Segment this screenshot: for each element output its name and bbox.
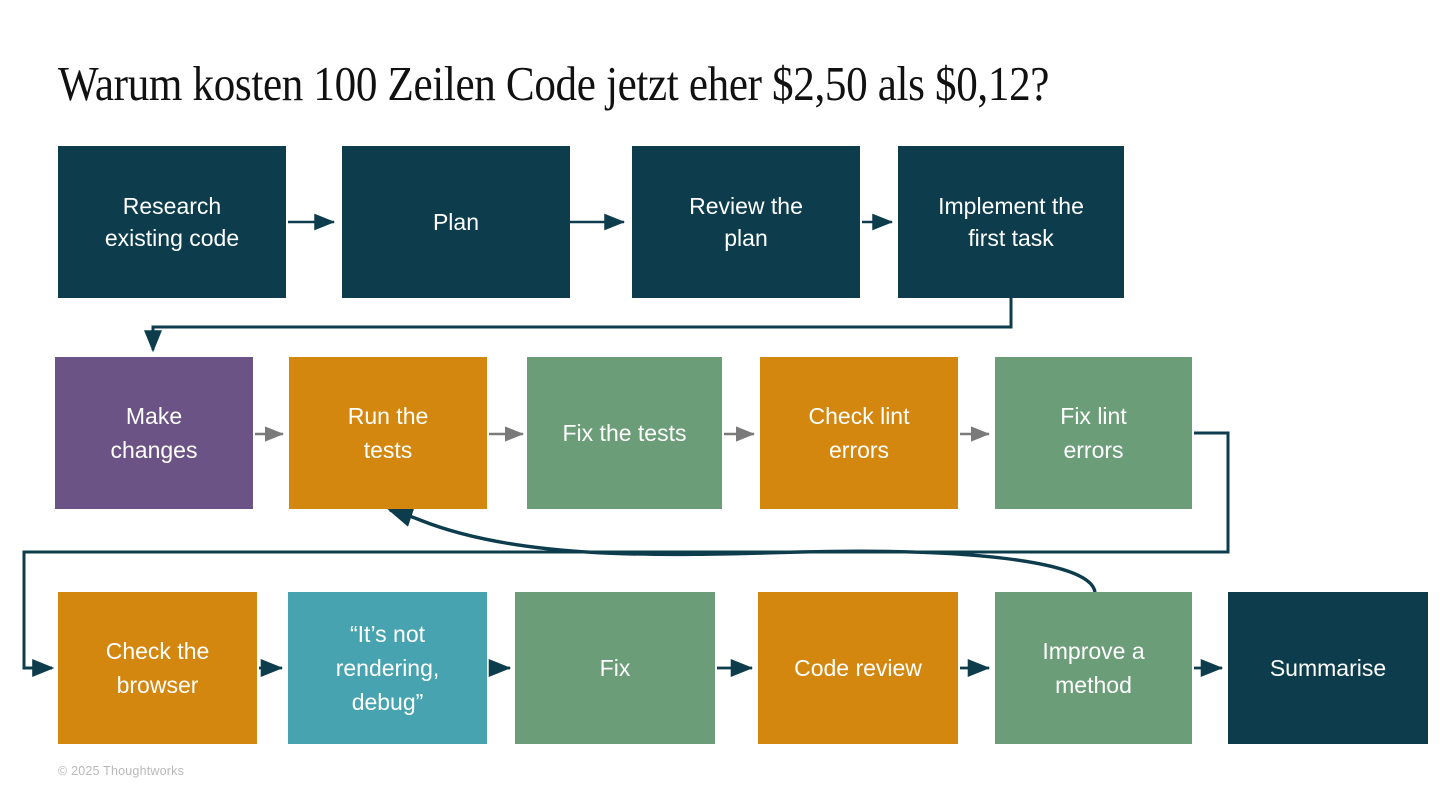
node-label: Fix the tests xyxy=(562,420,687,446)
connector-improve-method-to-run-tests xyxy=(387,507,1097,593)
node-code-review[interactable]: Code review xyxy=(758,592,958,744)
node-fix-the-tests[interactable]: Fix the tests xyxy=(527,357,722,509)
node-plan[interactable]: Plan xyxy=(342,146,570,298)
node-label: Plan xyxy=(432,209,480,235)
node-summarise[interactable]: Summarise xyxy=(1228,592,1428,744)
node-label: Summarise xyxy=(1269,655,1387,681)
node-label: Fix xyxy=(599,655,631,681)
copyright-footer: © 2025 Thoughtworks xyxy=(58,764,185,778)
page-title: Warum kosten 100 Zeilen Code jetzt eher … xyxy=(58,56,1050,111)
node-label: Code review xyxy=(794,655,922,681)
connector-implement-to-make-changes xyxy=(144,298,1013,353)
node-fix[interactable]: Fix xyxy=(515,592,715,744)
